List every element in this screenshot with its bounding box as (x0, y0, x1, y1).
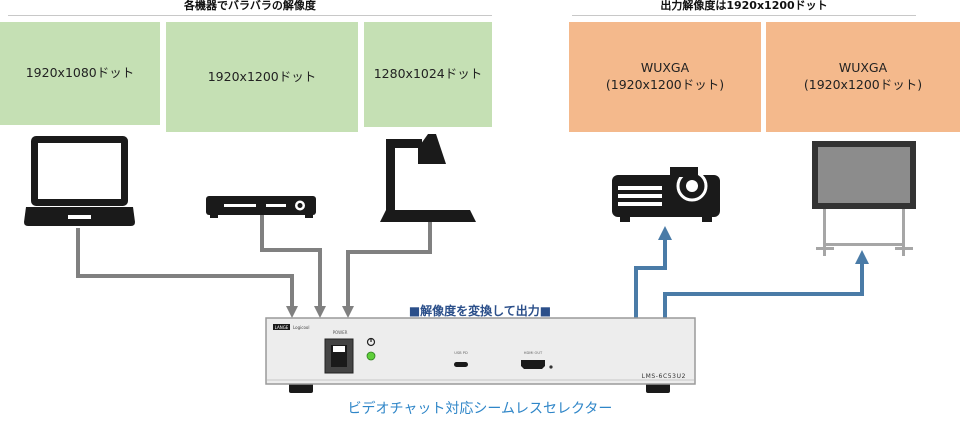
heading-divider-right (572, 15, 916, 16)
arrowhead-display (855, 250, 869, 264)
device-caption: ビデオチャット対応シームレスセレクター (347, 401, 613, 417)
usb-pd-port-label: USB PD (454, 351, 468, 355)
device-model-label: LMS-6C53U2 (642, 373, 686, 380)
power-label: POWER (333, 330, 348, 335)
source-resolution-label: 1920x1080ドット (25, 65, 135, 81)
device-logo-text: LANGE (275, 325, 289, 330)
media-player-icon (206, 196, 316, 218)
source-resolution-document-camera: 1280x1024ドット (364, 22, 492, 127)
hdmi-port[interactable] (521, 360, 545, 369)
source-resolution-laptop: 1920x1080ドット (0, 22, 160, 125)
arrowhead-projector (658, 226, 672, 240)
screw-icon (549, 365, 553, 369)
arrowhead-document-camera (342, 306, 354, 318)
projector-icon (612, 167, 720, 222)
power-symbol-icon (366, 337, 376, 347)
heading-input-resolutions: 各機器でバラバラの解像度 (184, 0, 316, 12)
input-cables (76, 215, 432, 308)
cable-document-camera (346, 222, 432, 308)
cable-player (260, 215, 322, 308)
device-brand-text: Logicool (293, 325, 309, 330)
output-resolution-projector: WUXGA (1920x1200ドット) (569, 22, 761, 132)
input-arrowheads (286, 306, 354, 318)
source-resolution-player: 1920x1200ドット (166, 22, 358, 132)
display-monitor-icon (812, 141, 916, 256)
source-resolution-label: 1280x1024ドット (373, 66, 483, 82)
cable-laptop (76, 228, 294, 308)
hdmi-out-port-label: HDMI OUT (524, 351, 543, 355)
arrowhead-laptop (286, 306, 298, 318)
selector-device: LANGE Logicool POWER USB PD HDMI OUT LMS… (265, 317, 696, 393)
output-resolution-label: WUXGA (1920x1200ドット) (803, 60, 923, 92)
cable-display (663, 262, 864, 326)
cable-projector (634, 238, 667, 326)
output-cables (634, 238, 864, 326)
heading-output-resolution: 出力解像度は1920x1200ドット (660, 0, 828, 12)
usb-c-port[interactable] (454, 362, 468, 367)
output-arrowheads (658, 226, 869, 264)
heading-divider-left (8, 15, 492, 16)
convert-resolution-label: ■解像度を変換して出力■ (408, 304, 552, 318)
power-led-icon (366, 351, 376, 361)
document-camera-icon (380, 134, 476, 222)
output-resolution-label: WUXGA (1920x1200ドット) (605, 60, 725, 92)
source-resolution-label: 1920x1200ドット (207, 68, 317, 84)
device-logo-badge (273, 324, 290, 330)
arrowhead-player (314, 306, 326, 318)
laptop-icon (24, 136, 135, 226)
output-resolution-display: WUXGA (1920x1200ドット) (766, 22, 960, 132)
